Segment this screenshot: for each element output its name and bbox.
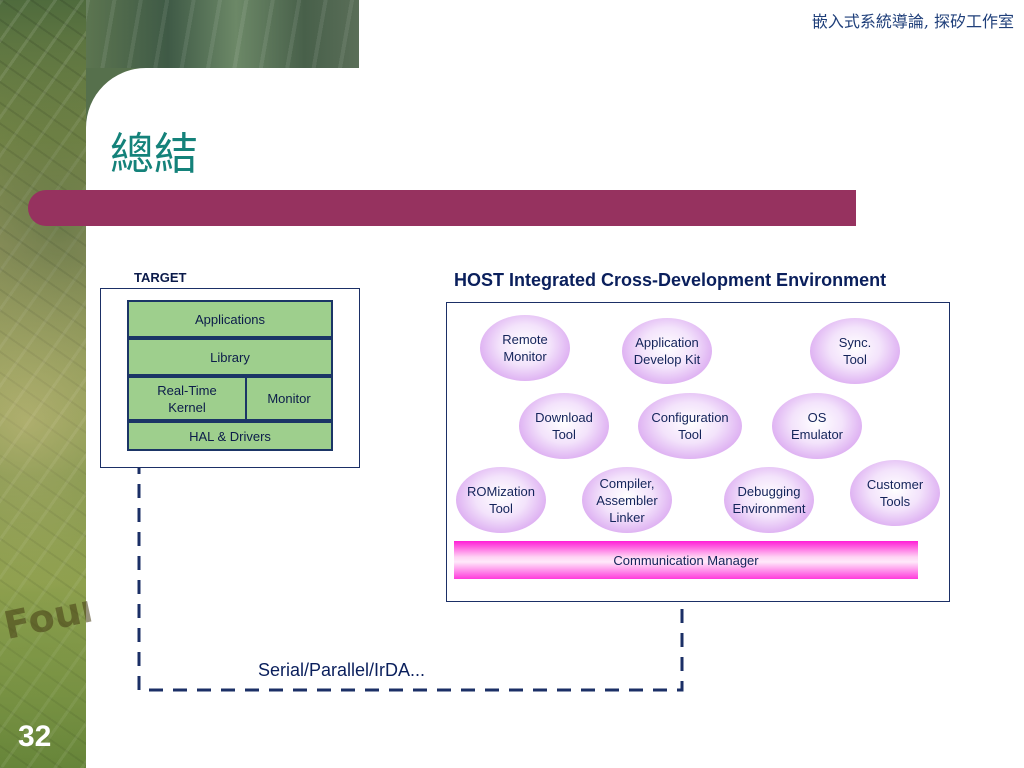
layer-library: Library — [127, 338, 333, 376]
background-photo-strip — [0, 0, 86, 768]
layer-monitor-label: Monitor — [267, 391, 311, 406]
page-number: 32 — [18, 720, 52, 753]
tool-customer-tools: Customer Tools — [850, 460, 940, 526]
tool-application-develop-kit: Application Develop Kit — [622, 318, 712, 384]
host-title: HOST Integrated Cross-Development Enviro… — [454, 270, 887, 290]
layer-hal-label: HAL & Drivers — [189, 428, 271, 444]
layer-hal-drivers: HAL & Drivers — [127, 421, 333, 451]
target-label: TARGET — [134, 270, 187, 285]
tool-remote-monitor-label: Remote Monitor — [502, 332, 548, 364]
layer-real-time-kernel: Real-Time Kernel — [127, 376, 247, 421]
layer-monitor: Monitor — [245, 376, 333, 421]
communication-manager-label: Communication Manager — [613, 552, 759, 568]
title-bar — [28, 190, 856, 226]
tool-download-label: Download Tool — [535, 410, 593, 442]
tool-romization-label: ROMization Tool — [467, 484, 535, 516]
tool-os-emulator-label: OS Emulator — [790, 410, 844, 442]
background-photo-top — [86, 0, 359, 68]
tool-compiler-label: Compiler, Assembler Linker — [596, 475, 658, 525]
tool-sync-label: Sync. Tool — [838, 335, 872, 367]
tool-compiler-assembler-linker: Compiler, Assembler Linker — [582, 467, 672, 533]
layer-applications: Applications — [127, 300, 333, 338]
tool-os-emulator: OS Emulator — [772, 393, 862, 459]
tool-customer-label: Customer Tools — [866, 477, 924, 509]
tool-romization: ROMization Tool — [456, 467, 546, 533]
tool-app-dev-kit-label: Application Develop Kit — [633, 335, 701, 367]
tool-debugging-environment: Debugging Environment — [724, 467, 814, 533]
tool-remote-monitor: Remote Monitor — [480, 315, 570, 381]
layer-rtk-label: Real-Time Kernel — [157, 382, 217, 415]
communication-manager-bar: Communication Manager — [454, 541, 918, 579]
layer-library-label: Library — [210, 349, 250, 365]
tool-configuration: Configuration Tool — [638, 393, 742, 459]
link-label: Serial/Parallel/IrDA... — [258, 660, 426, 680]
header-course-title: 嵌入式系統導論, 探矽工作室 — [811, 12, 1014, 31]
slide-title: 總結 — [110, 129, 198, 180]
layer-applications-label: Applications — [194, 311, 266, 327]
tool-download: Download Tool — [519, 393, 609, 459]
tool-sync: Sync. Tool — [810, 318, 900, 384]
tool-debugging-label: Debugging Environment — [732, 484, 806, 516]
tool-configuration-label: Configuration Tool — [651, 410, 729, 442]
